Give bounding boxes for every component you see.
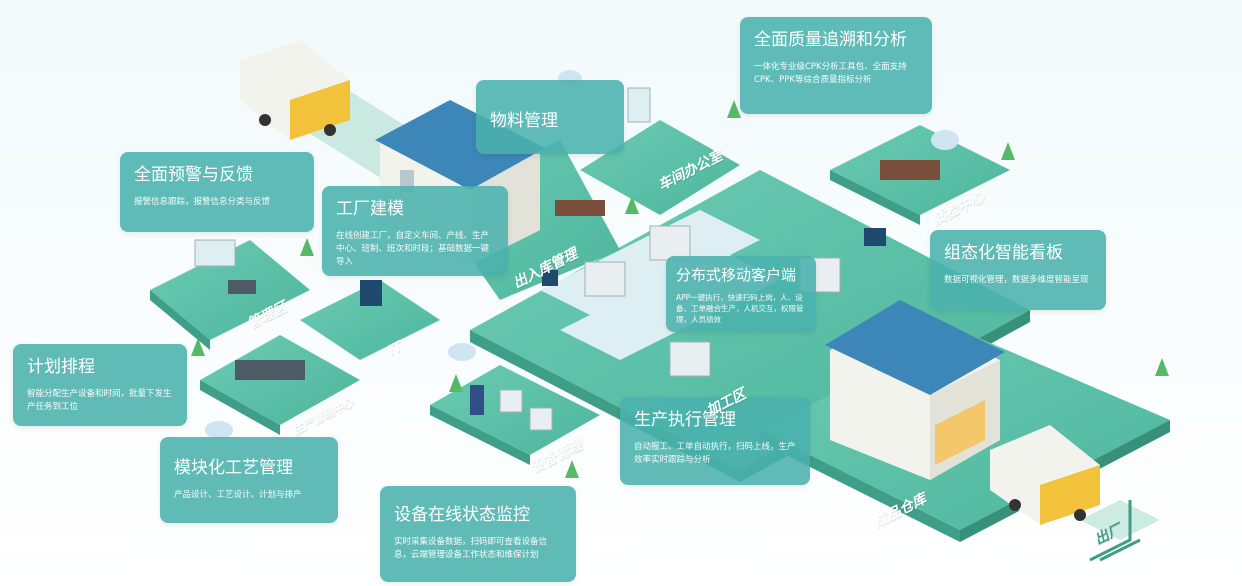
card-title: 模块化工艺管理 xyxy=(174,458,293,478)
card-desc: 一体化专业级CPK分析工具包、全面支持CPK、PPK等综合质量指标分析 xyxy=(754,62,907,85)
card-desc: 自动报工、工单自动执行，扫码上线，生产效率实时跟踪与分析 xyxy=(634,442,796,465)
platform-gate xyxy=(1080,500,1160,540)
card-title: 计划排程 xyxy=(27,357,95,377)
card-factory-modeling: 工厂建模 在线创建工厂，自定义车间、产线、生产中心、班制、班次和时段；基础数据一… xyxy=(322,186,508,276)
card-title: 全面预警与反馈 xyxy=(134,165,253,185)
gate-icon xyxy=(1089,500,1141,562)
platform-office xyxy=(580,120,740,215)
card-title: 组态化智能看板 xyxy=(944,243,1063,263)
card-desc: 智能分配生产设备和时间，批量下发生产任务到工位 xyxy=(27,389,172,412)
card-desc: APP一键执行，快速扫码上岗，人、设备、工单融合生产，人机交互，权限管理，人员绩… xyxy=(676,293,804,324)
platform-equip-edge xyxy=(430,405,530,465)
truck-top-left xyxy=(240,40,350,140)
monitor-group xyxy=(194,87,886,306)
card-title: 生产执行管理 xyxy=(634,410,736,430)
platform-mgmt-edge xyxy=(150,290,210,350)
platform-warehouse-edge xyxy=(760,430,960,542)
card-desc: 数据可视化管理，数据多维度智能呈现 xyxy=(944,275,1089,285)
card-quality-traceability: 全面质量追溯和分析 一体化专业级CPK分析工具包、全面支持CPK、PPK等综合质… xyxy=(740,17,932,114)
platform-prodmgmt-edge xyxy=(200,380,280,435)
card-title: 全面质量追溯和分析 xyxy=(754,30,907,50)
truck-bottom-right xyxy=(990,425,1100,525)
tree-group xyxy=(191,100,1169,478)
card-title: 工厂建模 xyxy=(336,199,404,219)
card-title: 设备在线状态监控 xyxy=(394,505,530,525)
card-warning-feedback: 全面预警与反馈 报警信息跟踪，报警信息分类与反馈 xyxy=(120,152,314,232)
desk-group xyxy=(228,160,940,380)
card-mobile-client: 分布式移动客户端 APP一键执行，快速扫码上岗，人、设备、工单融合生产，人机交互… xyxy=(666,256,816,332)
card-smart-dashboard: 组态化智能看板 数据可视化管理，数据多维度智能呈现 xyxy=(930,230,1106,310)
card-desc: 在线创建工厂，自定义车间、产线、生产中心、班制、班次和时段；基础数据一键导入 xyxy=(336,231,490,267)
platform-qc-edge xyxy=(830,170,920,225)
card-production-execution: 生产执行管理 自动报工、工单自动执行，扫码上线，生产效率实时跟踪与分析 xyxy=(620,397,810,485)
card-title: 物料管理 xyxy=(490,111,558,131)
platform-it xyxy=(300,280,440,360)
card-desc: 实时采集设备数据，扫码即可查看设备信息，云端管理设备工作状态和维保计划 xyxy=(394,537,548,560)
card-process-management: 模块化工艺管理 产品设计、工艺设计、计划与排产 xyxy=(160,437,338,523)
building-finished-warehouse xyxy=(825,300,1005,480)
card-material-management: 物料管理 xyxy=(476,80,624,154)
card-equipment-monitoring: 设备在线状态监控 实时采集设备数据，扫码即可查看设备信息，云端管理设备工作状态和… xyxy=(380,486,576,582)
card-production-scheduling: 计划排程 智能分配生产设备和时间，批量下发生产任务到工位 xyxy=(13,344,187,426)
card-desc: 报警信息跟踪，报警信息分类与反馈 xyxy=(134,197,271,207)
card-desc: 产品设计、工艺设计、计划与排产 xyxy=(174,490,302,500)
card-title: 分布式移动客户端 xyxy=(676,266,797,284)
